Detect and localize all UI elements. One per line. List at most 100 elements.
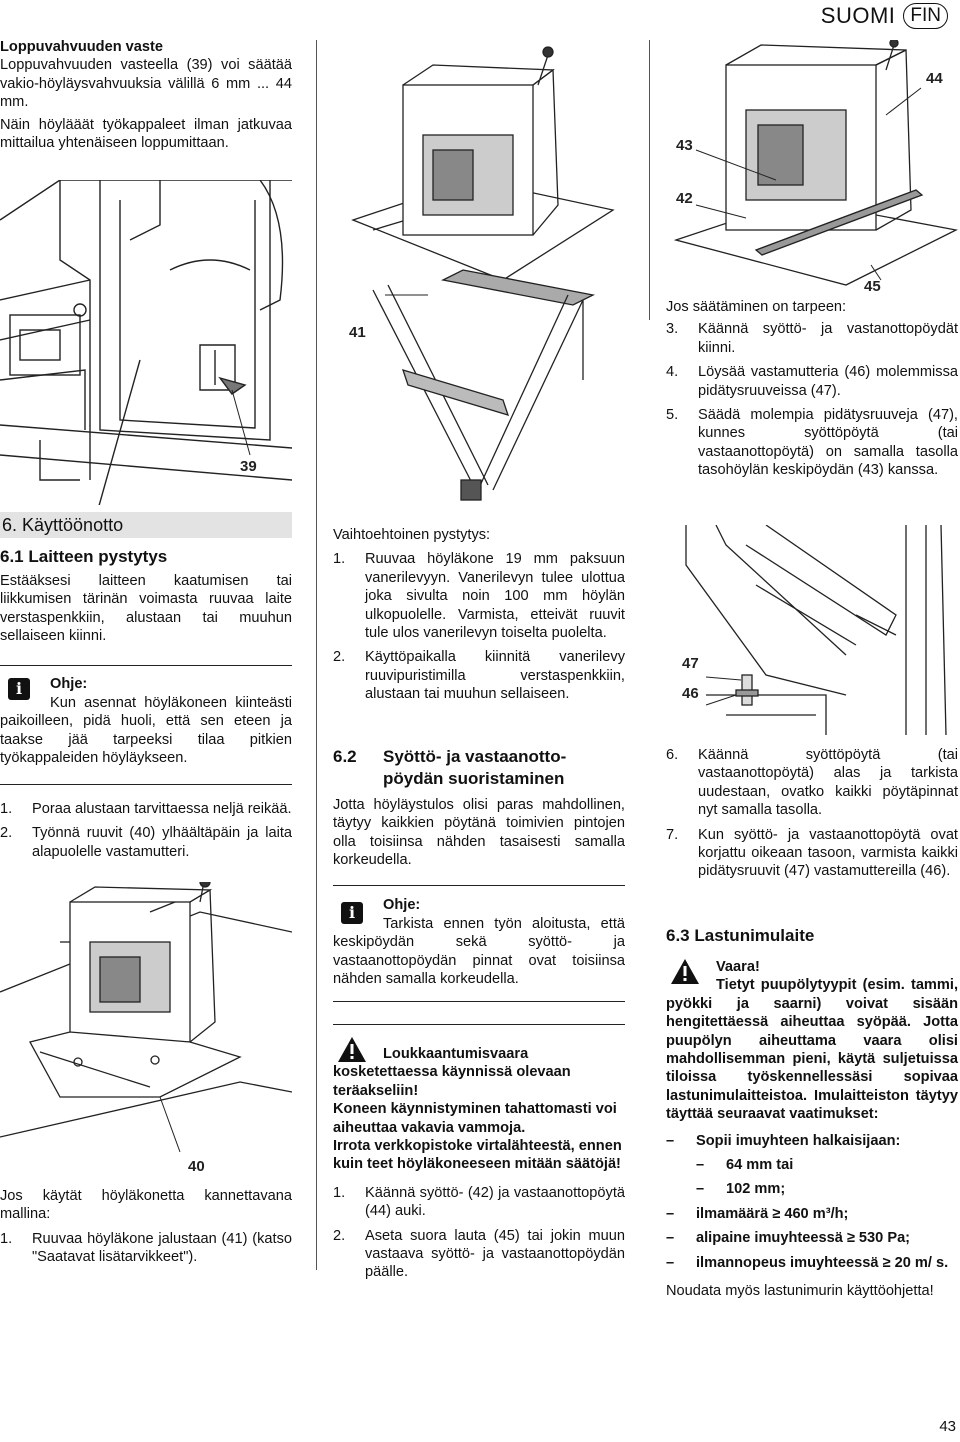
step-number: 1. (0, 1230, 13, 1247)
requirement-text: ilmamäärä ≥ 460 m³/h; (696, 1205, 849, 1222)
stop-paragraph: Loppuvahvuuden vasteella (39) voi säätää… (0, 57, 292, 111)
page-number: 43 (939, 1418, 956, 1435)
stop-paragraph: Näin höylääät työkappaleet ilman jatkuva… (0, 116, 292, 152)
note-title: Ohje: (383, 897, 421, 913)
step-number: 7. (666, 826, 679, 843)
callout-40: 40 (188, 1158, 205, 1175)
stop-heading: Loppuvahvuuden vaste (0, 39, 163, 55)
dash-bullet: – (666, 1205, 675, 1222)
portable-section: Jos käytät höyläkonetta kannettavana mal… (0, 1187, 292, 1267)
section-6-2-text: Jotta höyläystulos olisi paras mahdollin… (333, 797, 625, 869)
warning-section: Loukkaantumisvaara kosketettaessa käynni… (333, 1036, 625, 1282)
setup-steps: 1. Poraa alustaan tarvittaessa neljä rei… (0, 800, 292, 861)
section-title-line: Syöttö- ja vastaanotto- (383, 747, 567, 766)
table-adjust-screw-illustration (685, 525, 947, 735)
dash-bullet: – (666, 1230, 675, 1247)
planer-closeup-illustration (0, 180, 292, 505)
section-number: 6.2 (333, 747, 357, 766)
callout-41: 41 (349, 324, 366, 341)
planer-on-stand-illustration (351, 46, 615, 501)
step-text: Käyttöpaikalla kiinnitä vanerilevy ruuvi… (365, 649, 625, 703)
planer-bolted-illustration (0, 882, 292, 1153)
step-number: 3. (666, 321, 679, 338)
list-item: – alipaine imuyhteessä ≥ 530 Pa; (666, 1229, 958, 1247)
list-item: – ilmamäärä ≥ 460 m³/h; (666, 1205, 958, 1223)
column-divider (649, 40, 650, 320)
dash-bullet: – (696, 1157, 705, 1174)
step-text: Ruuvaa höyläkone jalustaan (41) (katso "… (32, 1230, 292, 1266)
step-number: 6. (666, 747, 679, 763)
requirement-text: Sopii imuyhteen halkaisijaan: (696, 1132, 901, 1149)
list-item: 3. Käännä syöttö- ja vastanottopöydät ki… (666, 320, 958, 357)
section-title-line: pöydän suoristaminen (383, 769, 565, 788)
step-number: 4. (666, 364, 679, 381)
note-box: i Ohje: Tarkista ennen työn aloitusta, e… (333, 885, 625, 1002)
adjust-section: Jos säätäminen on tarpeen: 3. Käännä syö… (666, 298, 958, 480)
step-text: Kun syöttö- ja vastaanottopöytä ovat kor… (698, 826, 958, 880)
callout-44: 44 (926, 70, 943, 87)
info-icon: i (341, 902, 363, 924)
final-note: Noudata myös lastunimurin käyttöohjetta! (666, 1283, 934, 1300)
callout-46: 46 (682, 685, 699, 702)
step-number: 1. (333, 1184, 346, 1201)
danger-text: Tietyt puupölytyypit (esim. tammi, pyökk… (666, 977, 958, 1123)
list-item: – 102 mm; (696, 1180, 958, 1198)
section-6-heading-bar: 6. Käyttöönotto (0, 512, 292, 538)
list-item: 1. Ruuvaa höyläkone jalustaan (41) (kats… (0, 1230, 292, 1267)
list-item: 5. Säädä molempia pidätysruuveja (47), k… (666, 406, 958, 480)
note-text: Tarkista ennen työn aloitusta, että kesk… (333, 916, 625, 988)
step-number: 2. (0, 825, 13, 842)
adjust-steps-a: 3. Käännä syöttö- ja vastanottopöydät ki… (666, 320, 958, 479)
warning-triangle-icon (338, 1037, 366, 1062)
callout-39: 39 (240, 458, 257, 475)
callout-45: 45 (864, 278, 881, 295)
callout-43: 43 (676, 137, 693, 154)
column-divider (316, 40, 317, 1270)
step-text: Ruuvaa höyläkone 19 mm paksuun vanerilev… (365, 551, 625, 642)
alt-steps: 1. Ruuvaa höyläkone 19 mm paksuun vaneri… (333, 550, 625, 703)
section-6-2: 6.2 Syöttö- ja vastaanotto- pöydän suori… (333, 746, 625, 870)
list-item: 7. Kun syöttö- ja vastaanottopöytä ovat … (666, 826, 958, 881)
callout-42: 42 (676, 190, 693, 207)
danger-section: Vaara! Tietyt puupölytyypit (esim. tammi… (666, 958, 958, 1301)
requirements-list: – Sopii imuyhteen halkaisijaan: – 64 mm … (666, 1132, 958, 1272)
warning-title: Loukkaantumisvaara kosketettaessa käynni… (333, 1046, 571, 1099)
step-number: 5. (666, 407, 679, 424)
requirement-text: 102 mm; (726, 1181, 786, 1198)
adjust-steps-b: 6. Käännä syöttöpöytä (tai vastaanottopö… (666, 746, 958, 881)
section-6-3: 6.3 Lastunimulaite (666, 925, 958, 947)
language-label: SUOMI (820, 2, 896, 28)
section-6-heading: 6. Käyttöönotto (2, 515, 124, 535)
requirement-text: ilmannopeus imuyhteessä ≥ 20 m/ s. (696, 1254, 949, 1271)
figure-39: 39 (0, 180, 292, 505)
warning-box (333, 1024, 625, 1025)
step-text: Säädä molempia pidätysruuveja (47), kunn… (698, 407, 958, 479)
adjust-steps: 1. Käännä syöttö- (42) ja vastaanottopöy… (333, 1184, 625, 1282)
figure-42-45: 43 42 44 45 (666, 40, 958, 295)
alt-setup-section: Vaihtoehtoinen pystytys: 1. Ruuvaa höylä… (333, 526, 625, 704)
step-text: Poraa alustaan tarvittaessa neljä reikää… (32, 801, 292, 817)
list-item: 6. Käännä syöttöpöytä (tai vastaanottopö… (666, 746, 958, 820)
adjust-heading: Jos säätäminen on tarpeen: (666, 299, 847, 315)
list-item: – 64 mm tai (696, 1156, 958, 1174)
step-text: Löysää vastamutteria (46) molemmissa pid… (698, 364, 958, 399)
figure-41: 41 (333, 40, 625, 510)
step-number: 1. (0, 801, 13, 817)
language-badge: FIN (903, 3, 948, 29)
alt-heading: Vaihtoehtoinen pystytys: (333, 527, 491, 543)
list-item: 2. Käyttöpaikalla kiinnitä vanerilevy ru… (333, 648, 625, 703)
list-item: 1. Poraa alustaan tarvittaessa neljä rei… (0, 800, 292, 818)
figure-40: 40 (0, 882, 292, 1182)
info-icon: i (8, 678, 30, 700)
warning-triangle-icon (671, 959, 699, 984)
warning-text: Irrota verkkopistoke virtalähteestä, enn… (333, 1138, 622, 1173)
step-text: Käännä syöttö- (42) ja vastaanottopöytä … (365, 1184, 625, 1220)
step-number: 2. (333, 1227, 346, 1244)
planer-straight-board-illustration (673, 40, 958, 286)
page-header: SUOMI FIN (821, 2, 948, 30)
adjust-steps-b-section: 6. Käännä syöttöpöytä (tai vastaanottopö… (666, 746, 958, 881)
note-title: Ohje: (50, 676, 88, 692)
list-item: 2. Työnnä ruuvit (40) ylhäältäpäin ja la… (0, 824, 292, 861)
section-6-1: 6.1 Laitteen pystytys Estääksesi laittee… (0, 546, 292, 646)
step-number: 1. (333, 551, 346, 568)
